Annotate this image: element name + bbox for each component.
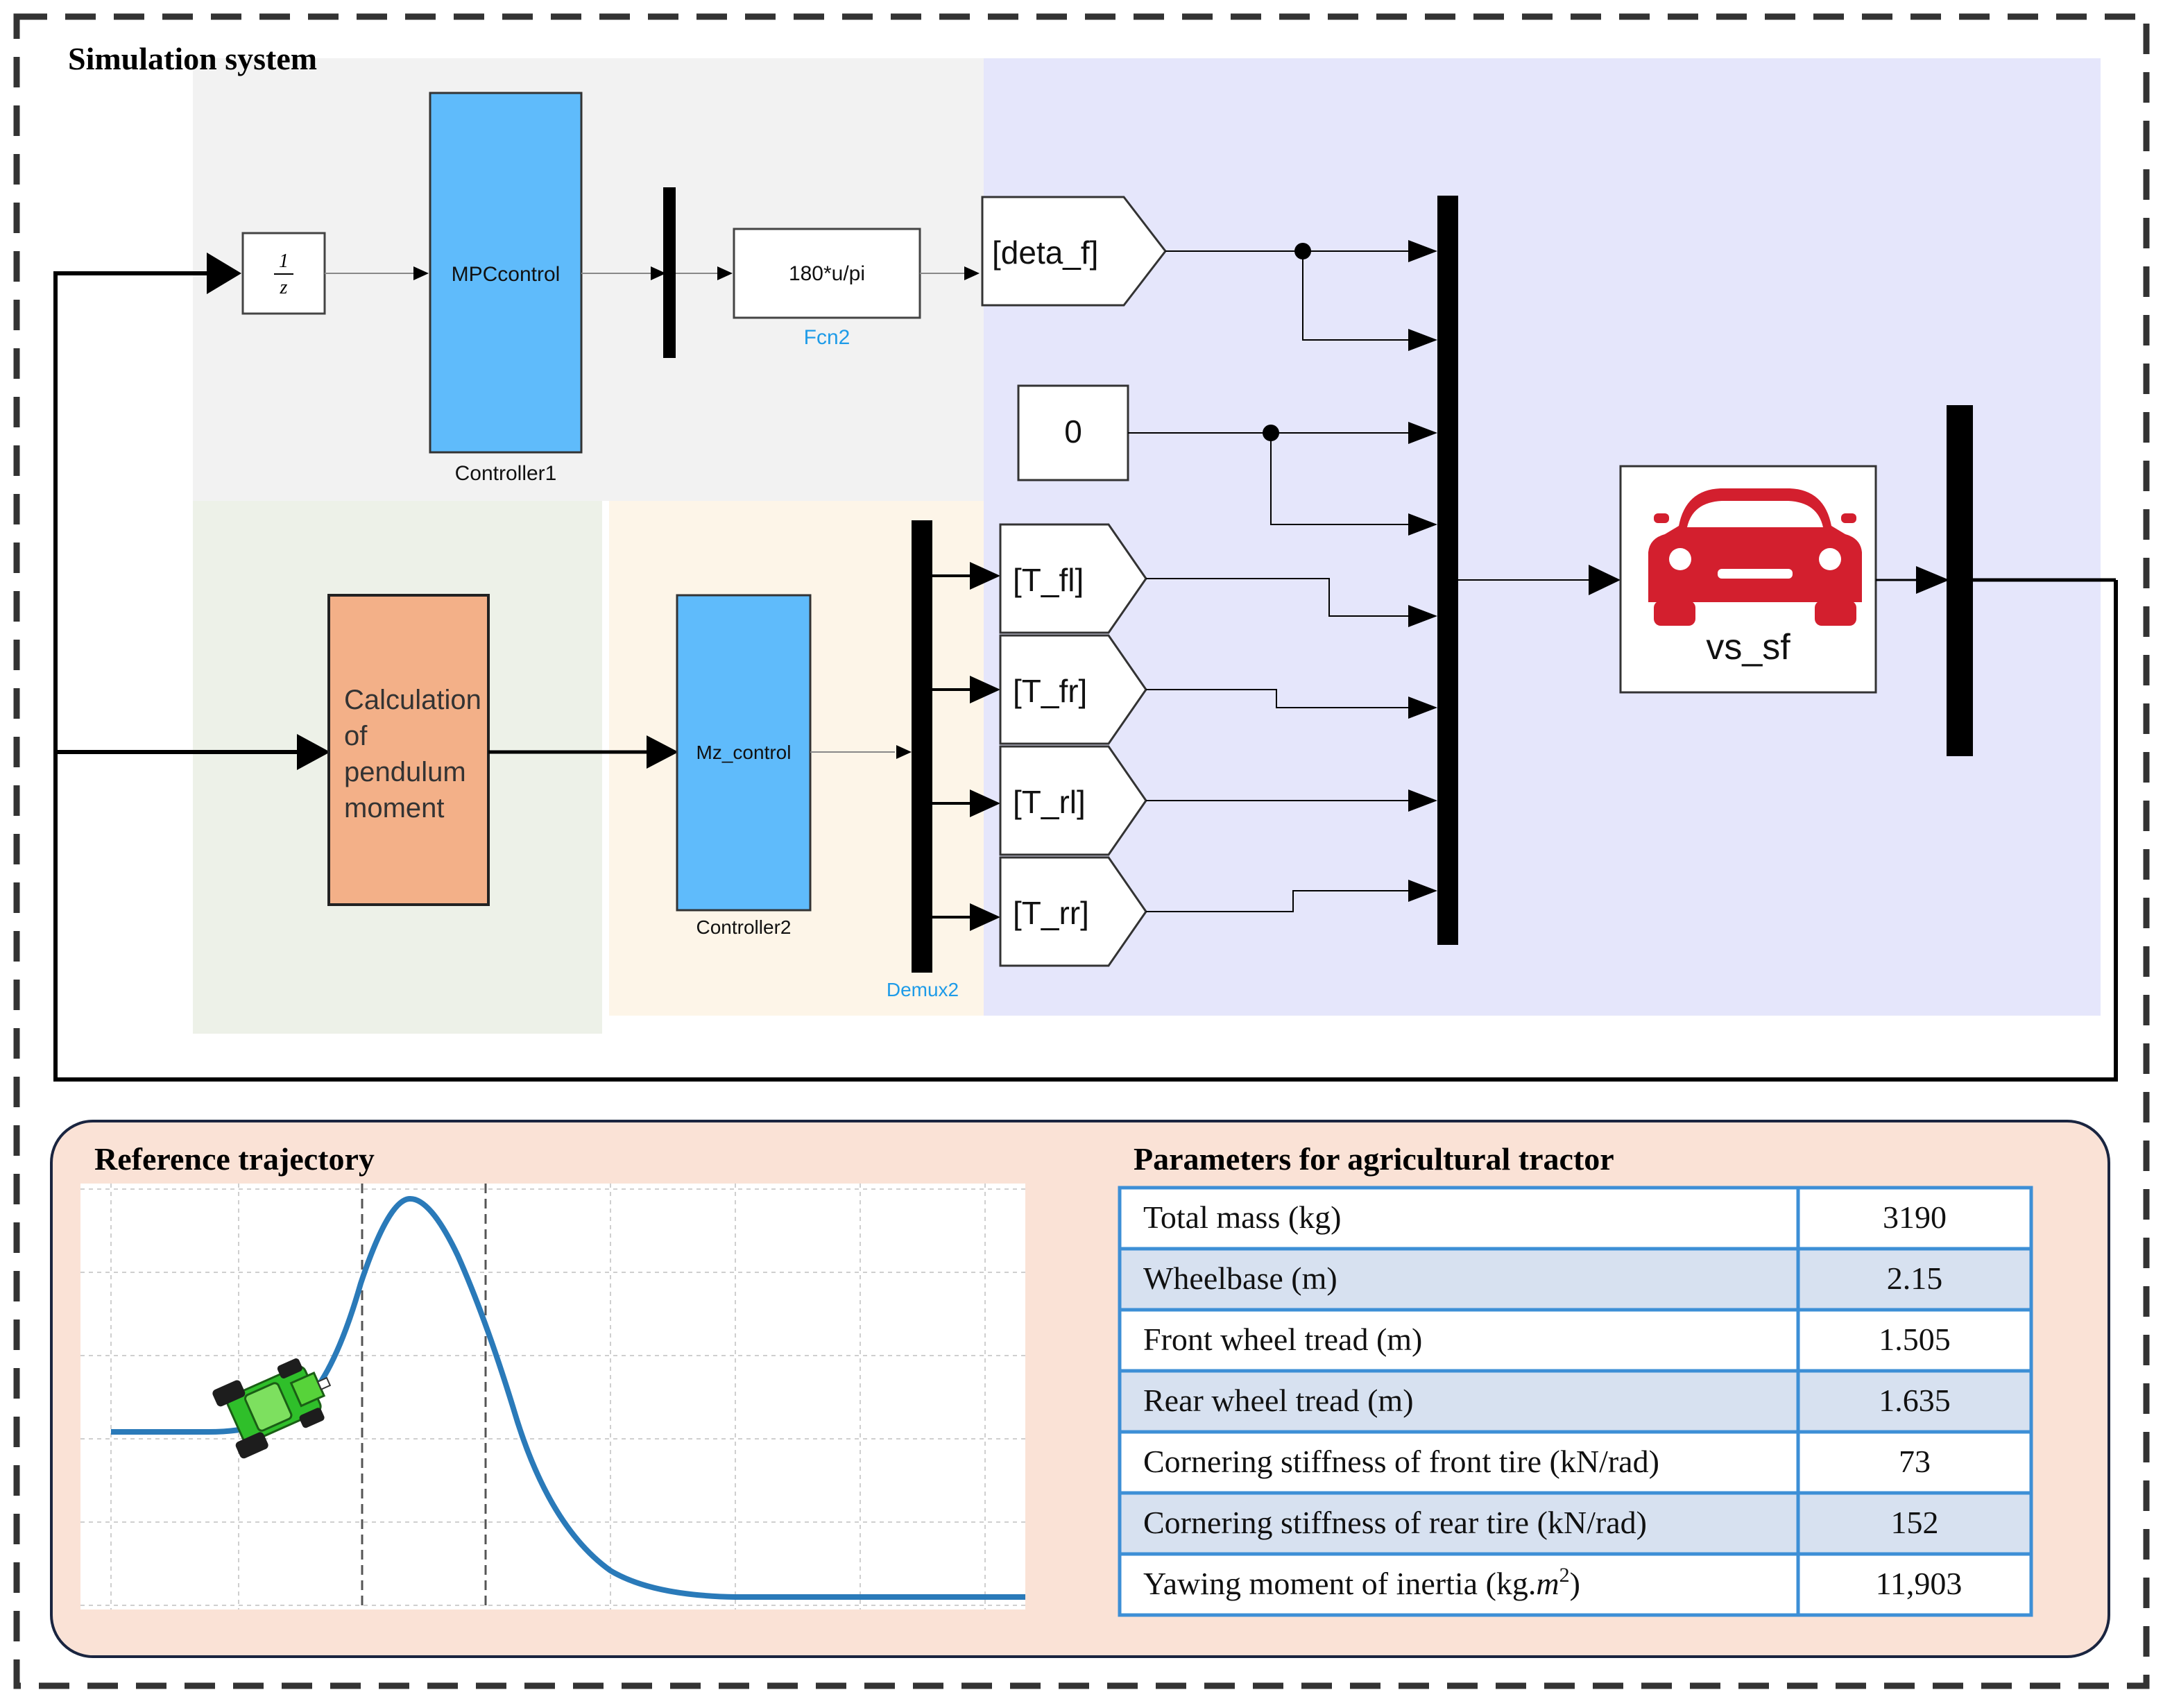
vehicle-label: vs_sf (1706, 627, 1790, 667)
outer-frame (13, 13, 2150, 1689)
param-name-inertia: Yawing moment of inertia (kg.m2) (1143, 1564, 1580, 1601)
t-fl-goto-tag[interactable] (999, 523, 1147, 634)
feedback-line (53, 271, 2118, 1082)
input-mux-bar[interactable] (1437, 196, 1458, 945)
inertia-close: ) (1570, 1566, 1580, 1601)
deta-f-goto-tag[interactable] (981, 196, 1167, 307)
t-fr-goto-tag[interactable] (999, 634, 1147, 745)
param-name: Total mass (kg) (1143, 1199, 1342, 1235)
param-name: Wheelbase (m) (1143, 1261, 1337, 1296)
pendulum-line-3: pendulum (344, 757, 466, 787)
fcn2-caption: Fcn2 (804, 326, 850, 349)
fcn2-block[interactable] (733, 228, 921, 319)
param-name: Cornering stiffness of rear tire (kN/rad… (1143, 1505, 1647, 1540)
mz-control-block[interactable] (676, 594, 812, 912)
t-rl-label: [T_rl] (1013, 784, 1086, 820)
simulation-title: Simulation system (68, 41, 317, 76)
param-value: 1.505 (1879, 1322, 1951, 1357)
fcn2-expression: 180*u/pi (789, 262, 865, 285)
t-fl-label: [T_fl] (1013, 562, 1084, 598)
param-value: 3190 (1883, 1199, 1947, 1235)
mz-control-label: Mz_control (696, 742, 792, 763)
tractor-icon (212, 1358, 332, 1459)
demux-bar[interactable] (912, 520, 932, 973)
controller2-caption: Controller2 (696, 916, 792, 938)
params-table: Total mass (kg) 3190 Wheelbase (m) 2.15 … (1118, 1186, 2033, 1617)
params-title: Parameters for agricultural tractor (1134, 1141, 1614, 1177)
mpc-control-label: MPCcontrol (452, 263, 561, 286)
t-rr-label: [T_rr] (1013, 895, 1089, 931)
pendulum-line-4: moment (344, 793, 445, 823)
unit-delay-den: z (280, 277, 288, 298)
feedback-arrowhead (207, 253, 241, 294)
inertia-name: Yawing moment of inertia (kg. (1143, 1566, 1536, 1601)
output-bus-bar[interactable] (1947, 405, 1973, 756)
t-rr-goto-tag[interactable] (999, 856, 1147, 967)
inertia-math: m (1536, 1566, 1559, 1601)
param-value: 2.15 (1887, 1261, 1943, 1296)
param-value: 152 (1891, 1505, 1939, 1540)
car-icon (1648, 488, 1862, 626)
t-fr-label: [T_fr] (1013, 673, 1087, 709)
param-name: Cornering stiffness of front tire (kN/ra… (1143, 1444, 1659, 1479)
pendulum-moment-block[interactable] (327, 594, 490, 906)
region-vehicle (984, 58, 2101, 1016)
pendulum-line-2: of (344, 721, 368, 751)
mux-bar-1[interactable] (663, 187, 676, 358)
param-name: Rear wheel tread (m) (1143, 1383, 1414, 1418)
param-value: 1.635 (1879, 1383, 1951, 1418)
constant-zero-value: 0 (1064, 413, 1082, 450)
trajectory-title: Reference trajectory (94, 1141, 375, 1177)
controller1-caption: Controller1 (455, 462, 557, 485)
param-value: 11,903 (1876, 1566, 1963, 1601)
unit-delay-num: 1 (279, 250, 289, 272)
inertia-sup: 2 (1559, 1564, 1570, 1587)
t-rl-goto-tag[interactable] (999, 745, 1147, 856)
param-name: Front wheel tread (m) (1143, 1322, 1422, 1357)
pendulum-line-1: Calculation (344, 685, 481, 715)
demux2-caption: Demux2 (887, 979, 959, 1000)
deta-f-label: [deta_f] (992, 234, 1098, 271)
param-value: 73 (1899, 1444, 1931, 1479)
